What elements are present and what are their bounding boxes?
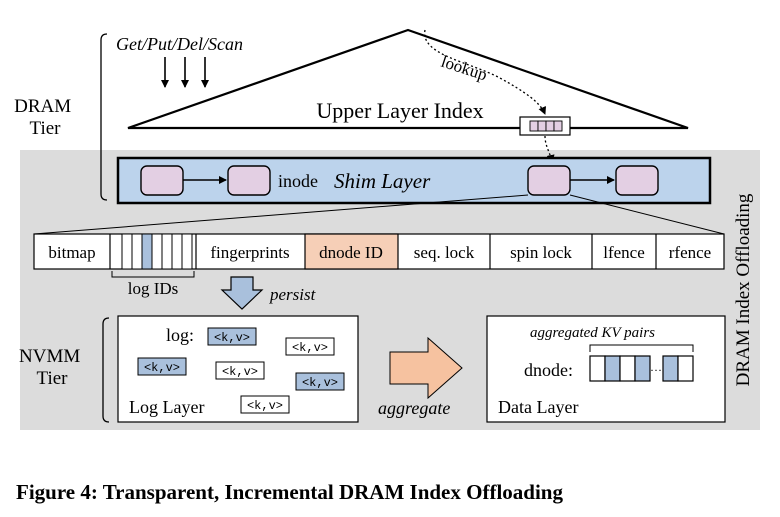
field-seq-lock: seq. lock — [414, 243, 475, 262]
kv-entry — [215, 361, 265, 380]
kv-entry-text: <k,v> — [247, 399, 283, 413]
kv-entry — [285, 337, 335, 356]
field-lfence: lfence — [603, 243, 645, 262]
field-rfence: rfence — [669, 243, 711, 262]
upper-index-triangle — [127, 28, 689, 130]
zoom-lines — [33, 194, 725, 235]
dram-tier-bracket — [100, 33, 108, 201]
dram-tier-label: DRAM Tier — [14, 96, 76, 139]
kv-entry-text: <k,v> — [302, 376, 338, 390]
shim-node-1 — [140, 165, 184, 196]
dnode-ellipsis: ··· — [650, 363, 662, 377]
ops-label: Get/Put/Del/Scan — [116, 34, 243, 54]
shim-node-4 — [615, 165, 659, 196]
kv-entry-text: <k,v> — [222, 365, 258, 379]
shim-inode-label: inode — [278, 171, 318, 191]
lookup-path — [424, 29, 546, 115]
field-spin-lock: spin lock — [510, 243, 572, 262]
shim-node-3 — [527, 165, 571, 196]
persist-arrow — [220, 276, 264, 310]
log-id-cells — [121, 233, 193, 270]
kv-entry-text: <k,v> — [214, 331, 250, 345]
log-ids-label: log IDs — [128, 279, 179, 298]
data-layer-title: Data Layer — [498, 397, 578, 417]
nvmm-tier-bracket — [102, 317, 110, 423]
upper-index-label: Upper Layer Index — [316, 98, 483, 123]
kv-entry — [240, 395, 290, 414]
field-dnode-id: dnode ID — [319, 243, 383, 262]
offloading-side-label: DRAM Index Offloading — [733, 193, 754, 386]
log-layer-title: Log Layer — [129, 397, 204, 417]
kv-entry-text: <k,v> — [144, 361, 180, 375]
lookup-array-cells — [529, 120, 563, 132]
dnode-array — [589, 355, 694, 382]
log-prefix: log: — [166, 325, 194, 345]
field-bitmap: bitmap — [48, 243, 95, 262]
field-fingerprints: fingerprints — [210, 243, 289, 262]
nvmm-tier-label: NVMM Tier — [19, 346, 85, 389]
kv-entry-blue — [207, 327, 257, 346]
shim-title: Shim Layer — [334, 169, 431, 193]
persist-label: persist — [269, 285, 317, 304]
dnode-label: dnode: — [524, 360, 573, 380]
aggregate-label: aggregate — [378, 398, 450, 418]
log-ids-brace — [111, 271, 195, 278]
shim-node-2 — [227, 165, 271, 196]
field-dnode-id-box — [304, 233, 399, 270]
op-arrows — [161, 57, 209, 88]
aggregated-kv-pairs-label: aggregated KV pairs — [530, 325, 655, 341]
aggregated-brace — [589, 344, 694, 352]
kv-entry-text: <k,v> — [292, 341, 328, 355]
kv-entry-blue — [137, 357, 187, 376]
kv-entry-blue — [295, 372, 345, 391]
figure-caption: Figure 4: Transparent, Incremental DRAM … — [16, 480, 563, 504]
log-kv-entries: <k,v> <k,v> <k,v> <k,v> <k,v> <k,v> — [137, 327, 345, 414]
aggregate-arrow — [389, 336, 463, 400]
